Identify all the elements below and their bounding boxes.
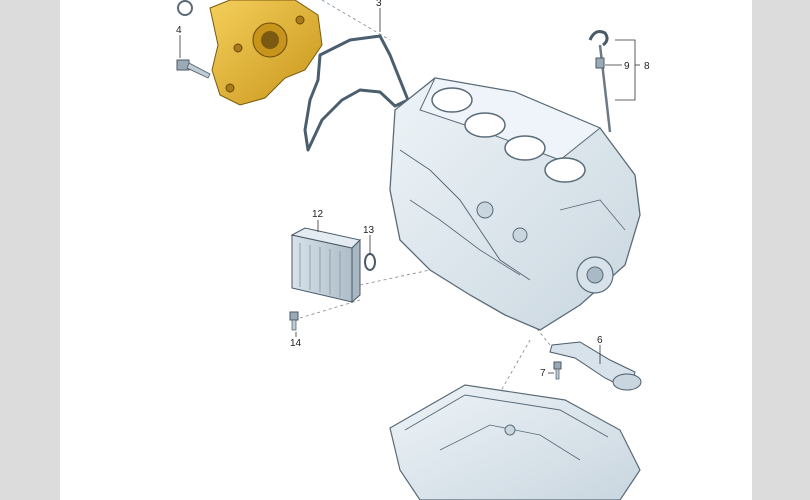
left-margin (0, 0, 60, 500)
bolt-7 (553, 361, 562, 380)
dipstick (588, 30, 612, 133)
right-margin (752, 0, 810, 500)
callout-4: 4 (176, 25, 182, 36)
engine-block (389, 77, 641, 331)
callout-leaders (179, 8, 640, 374)
oil-cooler-12 (290, 227, 362, 304)
exploded-view-diagram: 3 4 6 7 8 9 12 13 14 (176, 0, 650, 500)
callout-6: 6 (597, 335, 603, 346)
gasket-3 (303, 34, 410, 152)
o-ring-13 (364, 253, 376, 271)
callout-12: 12 (312, 209, 324, 220)
diagram-canvas: 3 4 6 7 8 9 12 13 14 (60, 0, 752, 500)
callout-14: 14 (290, 338, 302, 349)
oil-pump (177, 0, 323, 106)
bolt-4 (176, 59, 211, 79)
callout-9: 9 (624, 61, 630, 72)
bolt-14 (289, 311, 299, 331)
callout-8: 8 (644, 61, 650, 72)
callout-3: 3 (376, 0, 382, 9)
oil-pan (389, 384, 641, 500)
callout-13: 13 (363, 225, 375, 236)
callout-7: 7 (540, 368, 546, 379)
oil-pickup-6 (549, 341, 642, 391)
